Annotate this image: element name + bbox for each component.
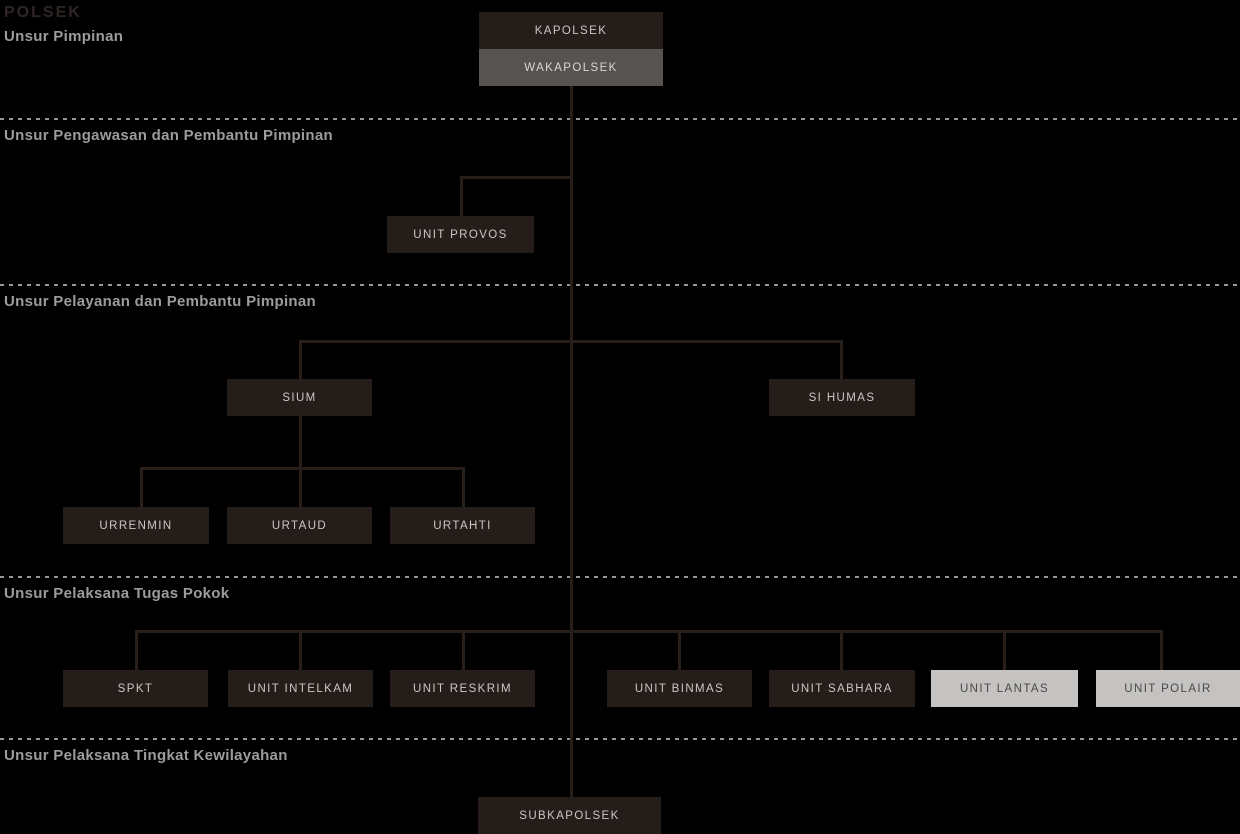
- section-divider: [0, 738, 1240, 740]
- org-node-label: URRENMIN: [99, 519, 173, 532]
- connector-pokok-bus: [135, 630, 1163, 633]
- connector-sium-drop: [299, 340, 302, 379]
- connector-provos-drop: [460, 176, 463, 216]
- connector-sabhara-drop: [840, 630, 843, 670]
- section-label-pelaksana-pokok: Unsur Pelaksana Tugas Pokok: [4, 585, 230, 602]
- org-node-wakapolsek: WAKAPOLSEK: [479, 49, 663, 86]
- org-node-subkapolsek: SUBKAPOLSEK: [478, 797, 661, 834]
- org-node-unit-provos: UNIT PROVOS: [387, 216, 534, 253]
- section-divider: [0, 576, 1240, 578]
- org-node-kapolsek: KAPOLSEK: [479, 12, 663, 49]
- org-node-urrenmin: URRENMIN: [63, 507, 209, 544]
- section-label-pimpinan: Unsur Pimpinan: [4, 28, 124, 45]
- org-node-label: UNIT RESKRIM: [412, 682, 512, 695]
- org-node-label: SIUM: [282, 391, 317, 404]
- connector-sium-stem: [299, 416, 302, 470]
- org-node-label: UNIT BINMAS: [634, 682, 725, 695]
- connector-sium-sub-horizontal: [140, 467, 465, 470]
- connector-provos-horizontal: [460, 176, 572, 179]
- connector-urtahti-drop: [462, 467, 465, 507]
- org-node-unit-intelkam: UNIT INTELKAM: [228, 670, 373, 707]
- connector-main-trunk: [570, 86, 573, 798]
- org-node-label: UNIT SABHARA: [791, 682, 893, 695]
- connector-intelkam-drop: [299, 630, 302, 670]
- connector-polair-drop: [1160, 630, 1163, 670]
- section-divider: [0, 118, 1240, 120]
- org-node-label: SUBKAPOLSEK: [519, 809, 620, 822]
- org-node-label: SI HUMAS: [808, 391, 876, 404]
- page-title: POLSEK: [4, 4, 82, 21]
- connector-pelayanan-horizontal: [299, 340, 843, 343]
- section-label-kewilayahan: Unsur Pelaksana Tingkat Kewilayahan: [4, 747, 288, 764]
- connector-sihumas-drop: [840, 340, 843, 379]
- connector-lantas-drop: [1003, 630, 1006, 670]
- section-divider: [0, 284, 1240, 286]
- org-node-unit-reskrim: UNIT RESKRIM: [390, 670, 535, 707]
- org-node-sium: SIUM: [227, 379, 372, 416]
- org-node-unit-sabhara: UNIT SABHARA: [769, 670, 915, 707]
- org-node-label: KAPOLSEK: [534, 24, 608, 37]
- org-node-label: UNIT POLAIR: [1124, 682, 1212, 695]
- org-node-unit-binmas: UNIT BINMAS: [607, 670, 752, 707]
- section-label-pelayanan: Unsur Pelayanan dan Pembantu Pimpinan: [4, 293, 317, 310]
- org-node-label: URTAUD: [271, 519, 328, 532]
- connector-binmas-drop: [678, 630, 681, 670]
- org-node-label: UNIT INTELKAM: [247, 682, 354, 695]
- org-node-label: SPKT: [117, 682, 154, 695]
- org-node-urtahti: URTAHTI: [390, 507, 535, 544]
- org-node-label: UNIT LANTAS: [959, 682, 1050, 695]
- org-node-unit-lantas: UNIT LANTAS: [931, 670, 1078, 707]
- org-node-urtaud: URTAUD: [227, 507, 372, 544]
- org-node-unit-polair: UNIT POLAIR: [1096, 670, 1240, 707]
- connector-urtaud-drop: [299, 467, 302, 507]
- org-node-label: UNIT PROVOS: [413, 228, 508, 241]
- org-node-label: URTAHTI: [433, 519, 492, 532]
- org-node-si-humas: SI HUMAS: [769, 379, 915, 416]
- section-label-pengawasan: Unsur Pengawasan dan Pembantu Pimpinan: [4, 127, 333, 144]
- org-node-spkt: SPKT: [63, 670, 208, 707]
- connector-urrenmin-drop: [140, 467, 143, 507]
- org-node-label: WAKAPOLSEK: [524, 61, 618, 74]
- connector-reskrim-drop: [462, 630, 465, 670]
- connector-spkt-drop: [135, 630, 138, 670]
